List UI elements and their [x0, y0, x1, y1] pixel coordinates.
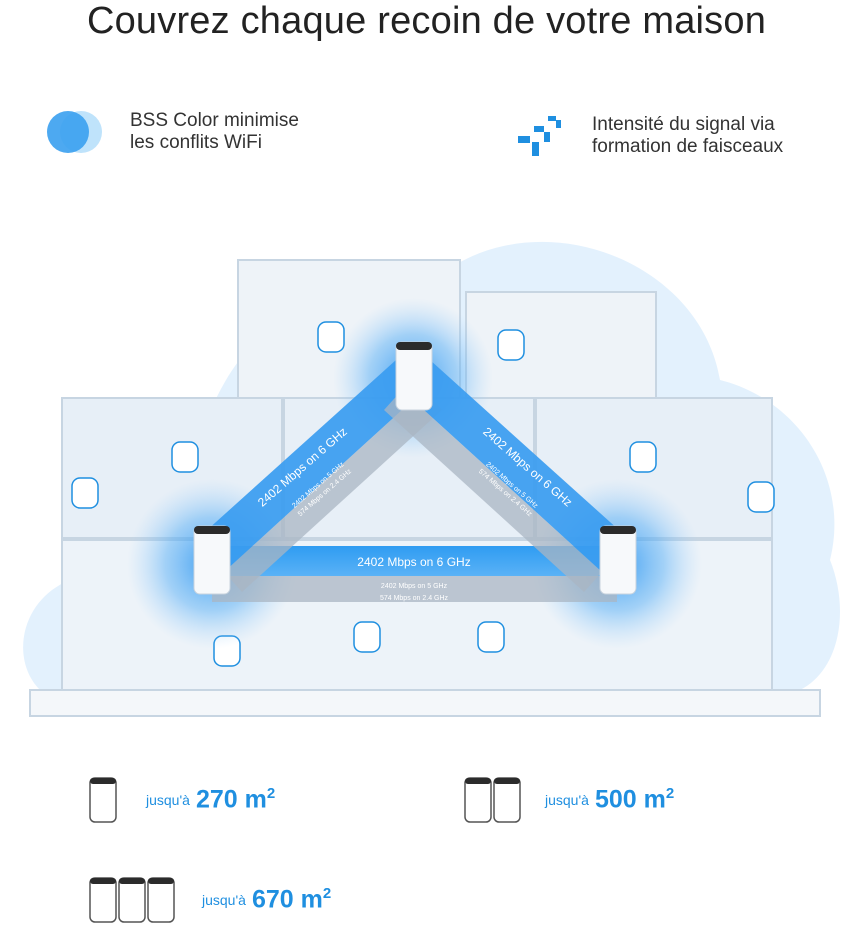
- device-icons: [71, 321, 775, 667]
- house-scene: 2402 Mbps on 6 GHz 2402 Mbps on 5 GHz 57…: [0, 180, 853, 740]
- band-left-sub: [224, 390, 442, 592]
- coverage-2-value: 500 m2: [594, 785, 675, 814]
- router-left: [193, 525, 231, 595]
- house-illustration: 2402 Mbps on 6 GHz 2402 Mbps on 5 GHz 57…: [23, 241, 840, 717]
- bottom-sub1-label: 2402 Mbps on 5 GHz: [381, 583, 448, 590]
- band-left-main: [196, 360, 424, 572]
- feature-beam-line1: Intensité du signal via: [592, 114, 775, 135]
- gamepad-icon: [171, 441, 199, 473]
- laptop-icon: [317, 321, 345, 353]
- printer-icon: [497, 329, 525, 361]
- coverage-1-unit: jusqu'à 270 m2: [88, 776, 275, 824]
- bottom-main-label: 2402 Mbps on 6 GHz: [357, 555, 470, 569]
- band-bottom-sub: [212, 576, 617, 602]
- router-right: [599, 525, 637, 595]
- router-units-icon-3: [89, 877, 175, 923]
- router-units-icon: [464, 777, 521, 823]
- tablet-icon: [353, 621, 381, 653]
- feature-beamforming: Intensité du signal via formation de fai…: [516, 112, 783, 160]
- tv-icon: [629, 441, 657, 473]
- router-unit-icon: [89, 777, 117, 823]
- feature-bss-line2: les conflits WiFi: [130, 132, 262, 153]
- coverage-3-units: jusqu'à 670 m2: [88, 876, 331, 924]
- signal-beamforming-icon: [518, 116, 561, 156]
- router-top: [395, 341, 433, 411]
- coverage-1-value: 270 m2: [195, 785, 276, 814]
- cloud-icon: [71, 477, 99, 509]
- coverage-3-value: 670 m2: [251, 885, 332, 914]
- band-right-main: [402, 360, 630, 572]
- phone-icon: [477, 621, 505, 653]
- coverage-1-prefix: jusqu'à: [146, 792, 190, 808]
- band-right-sub: [384, 390, 602, 592]
- bss-color-icon: [47, 111, 102, 153]
- gamepad-icon-2: [747, 481, 775, 513]
- feature-beam-line2: formation de faisceaux: [592, 136, 784, 157]
- feature-bss-color: BSS Color minimise les conflits WiFi: [46, 110, 299, 154]
- feature-bss-line1: BSS Color minimise: [130, 110, 299, 131]
- coverage-2-prefix: jusqu'à: [545, 792, 589, 808]
- bottom-sub2-label: 574 Mbps on 2.4 GHz: [380, 595, 449, 602]
- page-title: Couvrez chaque recoin de votre maison: [86, 0, 767, 42]
- coverage-2-units: jusqu'à 500 m2: [463, 776, 674, 824]
- coverage-3-prefix: jusqu'à: [202, 892, 246, 908]
